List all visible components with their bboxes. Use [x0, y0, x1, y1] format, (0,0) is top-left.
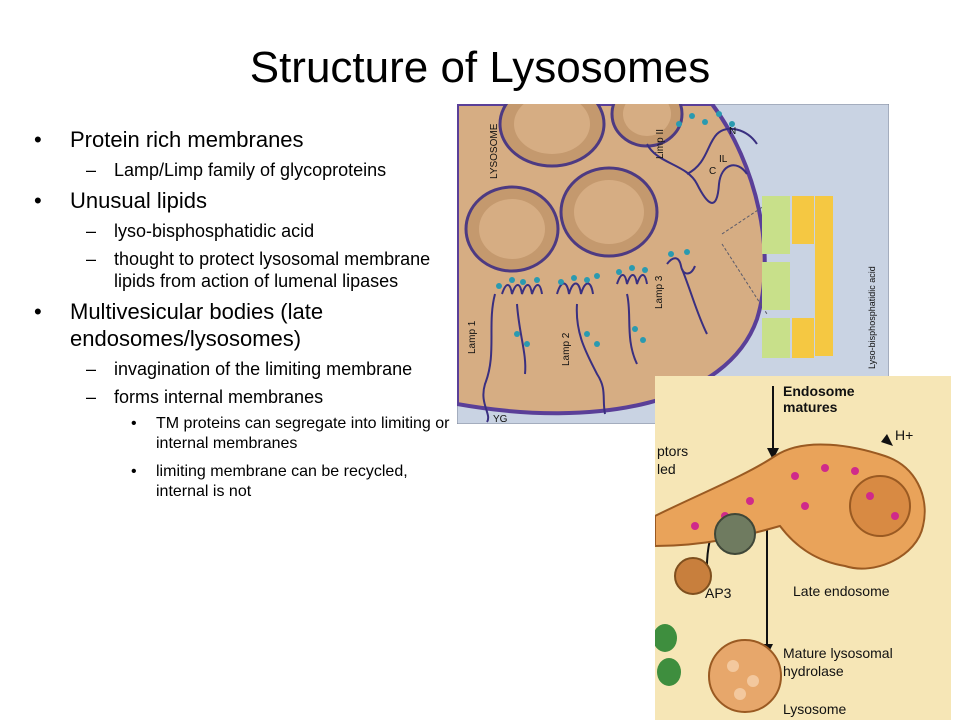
- endosome-maturation-figure: Endosome matures H+ ptors led Late endos…: [655, 376, 951, 720]
- sub-bullet-item: –Lamp/Limp family of glycoproteins: [28, 159, 458, 181]
- endosome-matures-line: matures: [783, 399, 838, 415]
- bullet-marker: •: [34, 188, 42, 213]
- lysosome-shape: [708, 639, 782, 713]
- glycan-dots: [496, 111, 735, 347]
- bullet-text: invagination of the limiting membrane: [114, 359, 413, 379]
- sub-sub-bullet-item: • limiting membrane can be recycled, inte…: [28, 462, 458, 502]
- mature-hydrolase-line1: Mature lysosomal: [783, 645, 893, 661]
- il-motif-label: IL: [719, 154, 728, 165]
- bullet-item: • Protein rich membranes: [28, 126, 458, 153]
- bullet-marker: •: [131, 463, 137, 480]
- lamp3-label: Lamp 3: [654, 275, 665, 309]
- late-endosome-label: Late endosome: [793, 583, 890, 599]
- yg-motif-label: YG: [493, 414, 508, 424]
- endosome-matures-line: Endosome: [783, 383, 855, 399]
- mature-hydrolase-line2: hydrolase: [783, 663, 844, 679]
- endosome-matures-label: Endosome matures: [783, 383, 858, 415]
- dash-marker: –: [86, 387, 97, 407]
- bullet-text: TM proteins can segregate into limiting …: [156, 415, 450, 452]
- receptors-label-line1: ptors: [657, 443, 688, 459]
- bullet-marker: •: [34, 299, 42, 324]
- h-plus-label: H+: [895, 427, 913, 443]
- bullet-text: Unusual lipids: [70, 188, 207, 213]
- bullet-text: Multivesicular bodies (late endosomes/ly…: [70, 299, 324, 351]
- green-organelles: [655, 624, 681, 686]
- lamp1-label: Lamp 1: [467, 320, 478, 354]
- lysosome-membrane-figure: LYSOSOME Lamp 1 Lamp 2 Lamp 3 Limp II N …: [457, 104, 889, 424]
- lamp2-label: Lamp 2: [561, 332, 572, 366]
- bullet-text: limiting membrane can be recycled, inter…: [156, 463, 408, 500]
- bullet-marker: •: [34, 127, 42, 152]
- dash-marker: –: [86, 221, 97, 241]
- receptors-label-line2: led: [657, 461, 676, 477]
- c-terminus-label: C: [709, 166, 716, 177]
- sub-sub-bullet-item: • TM proteins can segregate into limiting…: [28, 414, 458, 454]
- bullet-marker: •: [131, 415, 137, 432]
- bullet-text: lyso-bisphosphatidic acid: [114, 221, 315, 241]
- n-terminus-label: N: [729, 126, 736, 137]
- lipid-name-label: Lyso-bisphosphatidic acid: [867, 266, 877, 369]
- bullet-text: forms internal membranes: [114, 387, 324, 407]
- bullet-text: Protein rich membranes: [70, 127, 304, 152]
- bullet-text: Lamp/Limp family of glycoproteins: [114, 160, 387, 180]
- sub-bullet-item: –forms internal membranes: [28, 386, 458, 408]
- dash-marker: –: [86, 359, 97, 379]
- dash-marker: –: [86, 249, 97, 269]
- sub-bullet-item: –lyso-bisphosphatidic acid: [28, 220, 458, 242]
- bullet-text: thought to protect lysosomal membrane li…: [114, 249, 431, 291]
- lipid-structure: [762, 196, 833, 358]
- lysosome-label: LYSOSOME: [489, 123, 500, 179]
- bullet-item: • Multivesicular bodies (late endosomes/l…: [28, 298, 458, 352]
- bullet-list: •Protein rich membranes –Lamp/Limp famil…: [28, 126, 458, 510]
- receptor-marks: [691, 464, 899, 530]
- bullet-item: • Unusual lipids: [28, 187, 458, 214]
- ap3-label: AP3: [705, 585, 732, 601]
- coated-vesicles: [674, 513, 756, 595]
- sub-bullet-item: –thought to protect lysosomal membrane l…: [28, 248, 458, 292]
- lysosome-label: Lysosome: [783, 701, 847, 717]
- dash-marker: –: [86, 160, 97, 180]
- limp2-label: Limp II: [655, 129, 666, 159]
- slide-title: Structure of Lysosomes: [249, 43, 711, 92]
- sub-bullet-item: –invagination of the limiting membrane: [28, 358, 458, 380]
- lamp-proteins: [482, 127, 758, 423]
